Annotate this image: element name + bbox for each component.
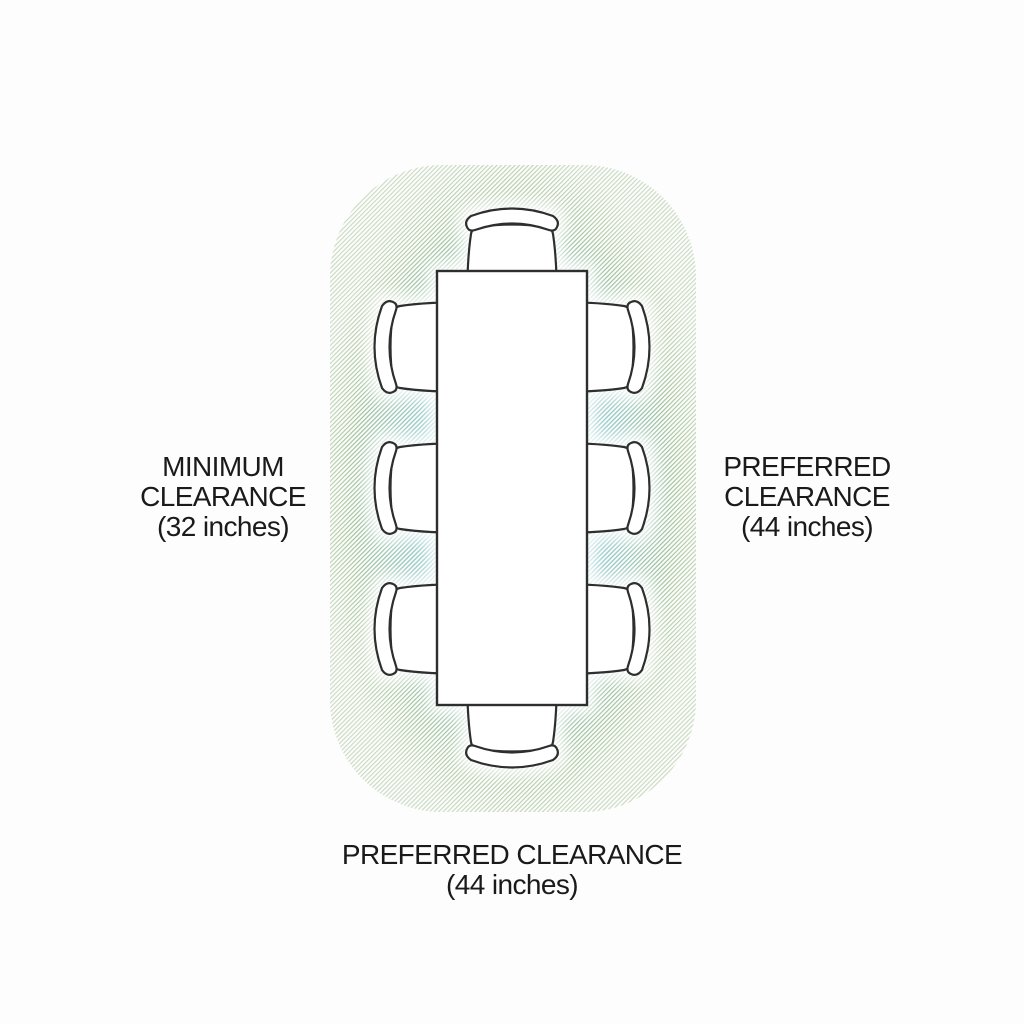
label-line: CLEARANCE [140, 481, 306, 512]
label-line: PREFERRED CLEARANCE [341, 839, 683, 870]
preferred-clearance-bottom-label: PREFERRED CLEARANCE (44 inches) [262, 840, 762, 900]
minimum-clearance-label: MINIMUM CLEARANCE (32 inches) [78, 452, 368, 542]
label-line: (44 inches) [446, 869, 579, 900]
label-line: PREFERRED [723, 451, 891, 482]
label-line: (44 inches) [741, 511, 874, 542]
label-line: MINIMUM [162, 451, 284, 482]
label-line: (32 inches) [157, 511, 290, 542]
label-line: CLEARANCE [724, 481, 890, 512]
preferred-clearance-side-label: PREFERRED CLEARANCE (44 inches) [662, 452, 952, 542]
